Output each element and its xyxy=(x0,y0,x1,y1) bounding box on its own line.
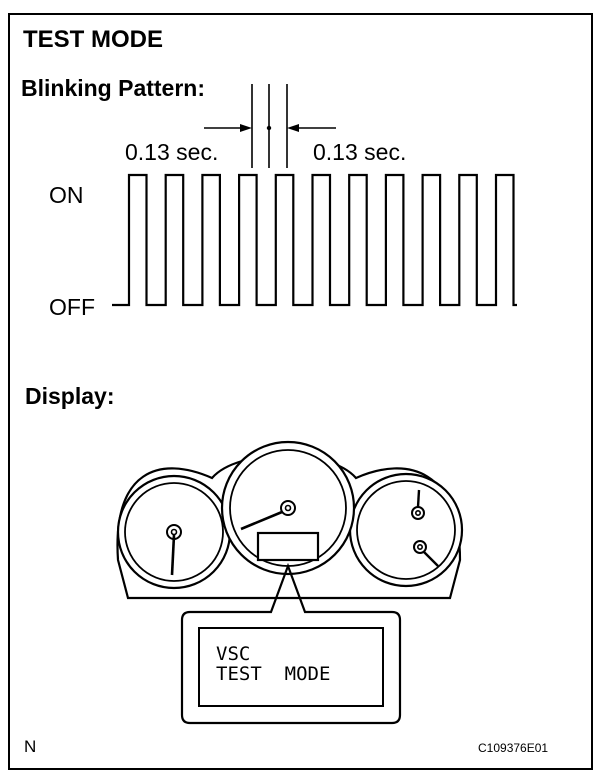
corner-letter: N xyxy=(24,737,37,756)
lcd-text-line-2: TEST MODE xyxy=(216,663,331,685)
display-heading: Display: xyxy=(25,383,115,409)
blinking-square-wave xyxy=(112,173,517,307)
figure-frame xyxy=(8,13,593,770)
gauge-right-outer xyxy=(348,472,464,588)
callout-balloon xyxy=(180,562,402,725)
gauge-right-inner xyxy=(356,480,456,580)
figure-title: TEST MODE xyxy=(23,26,164,53)
cluster-display-window xyxy=(256,531,320,562)
gauge-left-inner xyxy=(124,482,224,582)
off-level-label: OFF xyxy=(49,294,95,320)
gauge-center-outer xyxy=(220,440,356,576)
on-level-label: ON xyxy=(49,182,84,208)
interval-label-left: 0.13 sec. xyxy=(125,139,219,165)
blinking-pattern-heading: Blinking Pattern: xyxy=(21,75,206,101)
interval-label-right: 0.13 sec. xyxy=(313,139,407,165)
reference-code: C109376E01 xyxy=(478,741,549,755)
lcd-text-line-1: VSC xyxy=(216,643,251,665)
lcd-display-enlarged: VSC TEST MODE xyxy=(198,627,384,707)
timing-dimension-marks xyxy=(204,84,336,168)
gauge-left-outer xyxy=(116,474,232,590)
instrument-cluster xyxy=(116,440,464,600)
